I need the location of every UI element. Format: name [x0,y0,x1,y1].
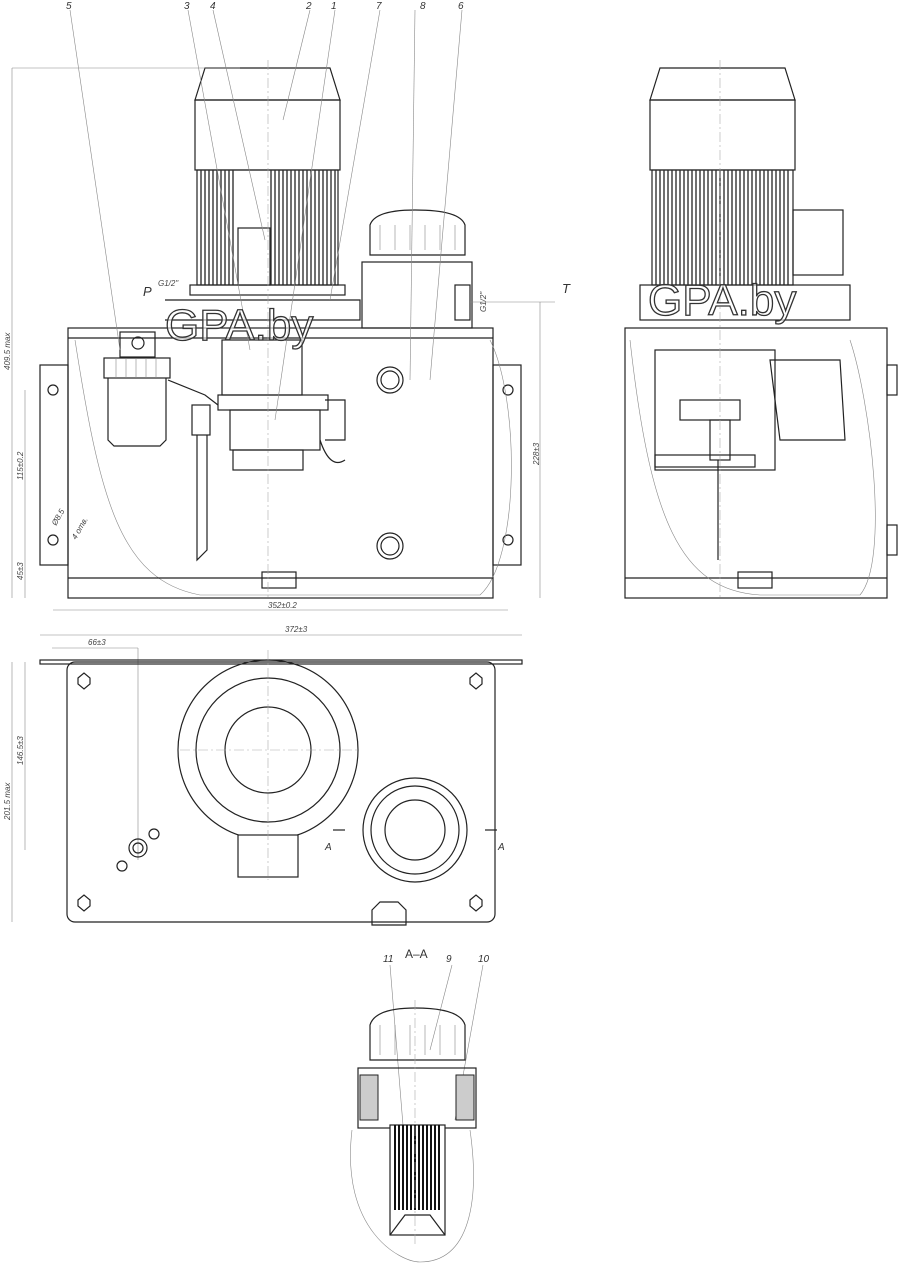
dim-hole-bottom: 45±3 [16,562,25,580]
callout-11: 11 [383,954,393,965]
callout-9: 9 [446,954,452,965]
port-p: P [143,284,152,299]
dim-hole-spacing-h: 352±0.2 [268,601,297,610]
callout-6: 6 [458,1,464,12]
breather-top [362,777,468,883]
callout-4: 4 [210,1,216,12]
port-p-thread: G1/2" [158,279,179,288]
mounting-bracket-left [39,364,69,566]
drain-plug-top [371,901,407,926]
dim-hole-dia: Ø8.5 [49,507,66,528]
dim-hole-spacing-v: 115±0.2 [16,451,25,480]
section-mark-left: A [324,842,332,853]
callout-3: 3 [184,1,190,12]
dim-depth-max: 201.5 max [3,782,12,821]
callout-5: 5 [66,1,72,12]
callout-10: 10 [478,954,490,965]
mounting-bracket-right [492,364,522,566]
tank-top [66,661,496,923]
section-mark-right: A [497,842,505,853]
sight-glass-bottom [376,532,404,560]
dim-offset: 66±3 [88,638,106,647]
callout-1: 1 [331,1,337,12]
dim-width-total: 372±3 [285,625,308,634]
watermark-side: GPA.by [648,276,796,325]
callout-7: 7 [376,1,382,12]
dim-hole-count: 4 отв. [70,516,90,541]
callout-2: 2 [305,1,312,12]
section-title: A–A [405,947,428,961]
section-a-a: A–A 11 9 10 [350,947,490,1263]
tank [67,327,494,599]
sight-glass-top [376,366,404,394]
breather-cap [369,209,466,256]
dim-depth-holes: 146.5±3 [16,736,25,765]
filter-cap [103,357,171,379]
side-view: GPA.by [624,60,898,600]
front-view: 5 3 4 2 1 7 8 6 P G1/2" T G1/2" 409.5 ma… [3,1,571,611]
dim-port-height: 228±3 [532,442,541,466]
motor-fan-cover [194,67,341,101]
callout-8: 8 [420,1,426,12]
dim-height-max: 409.5 max [3,332,12,370]
watermark: GPA.by [165,301,313,350]
port-t: T [562,281,571,296]
top-view: 372±3 66±3 201.5 max 146.5±3 A A [3,625,523,926]
drain-plug [261,571,297,589]
port-t-thread: G1/2" [479,291,488,312]
